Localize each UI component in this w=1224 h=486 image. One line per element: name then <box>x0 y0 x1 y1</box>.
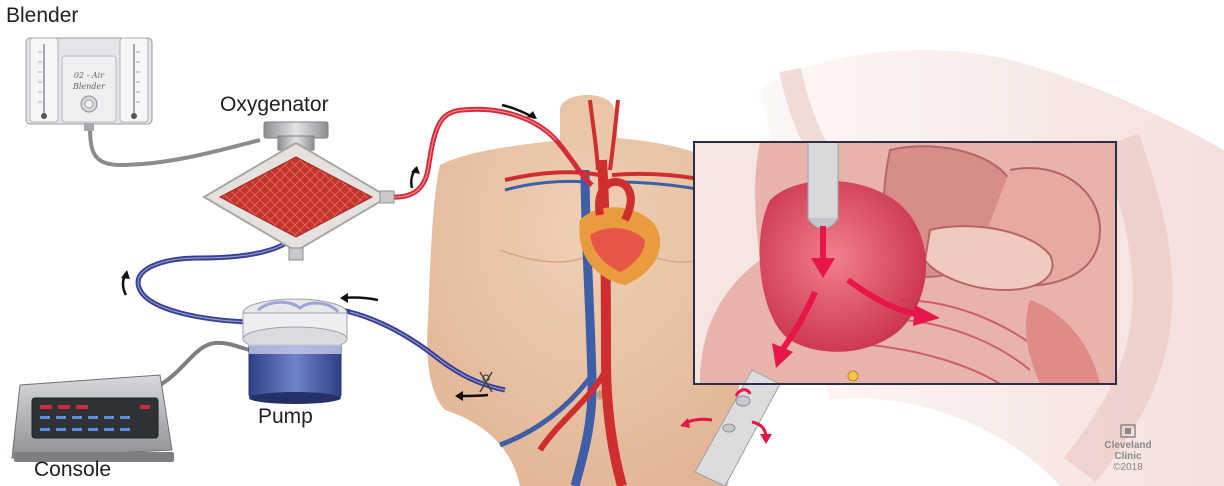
credit-name-line1: Cleveland <box>1088 440 1168 451</box>
credit-name-line2: Clinic <box>1088 451 1168 462</box>
blender-device: 02 - Air Blender <box>26 38 152 131</box>
label-console: Console <box>34 458 111 482</box>
oxygenator-device <box>204 122 394 260</box>
inset-small-valve <box>848 371 858 381</box>
blender-face-line1: 02 - Air <box>74 71 105 80</box>
inset-ventricle-chamber <box>760 181 926 352</box>
label-oxygenator: Oxygenator <box>220 93 329 117</box>
flow-arrow-drainage-left <box>340 293 378 303</box>
pump-device <box>243 299 347 404</box>
credit-year: ©2018 <box>1088 462 1168 473</box>
console-cable <box>160 343 250 385</box>
cleveland-clinic-logo: Cleveland Clinic ©2018 <box>1088 424 1168 473</box>
inset-cannula-top <box>808 142 838 220</box>
blender-face-line2: Blender <box>72 82 106 91</box>
console-device <box>12 375 174 462</box>
label-pump: Pump <box>258 405 313 429</box>
flow-arrow-loop-up <box>121 270 130 295</box>
cleveland-clinic-logo-mark <box>1120 424 1136 438</box>
gas-line <box>90 125 260 165</box>
label-blender: Blender <box>6 4 78 28</box>
flow-arrow-return-up <box>411 166 420 188</box>
